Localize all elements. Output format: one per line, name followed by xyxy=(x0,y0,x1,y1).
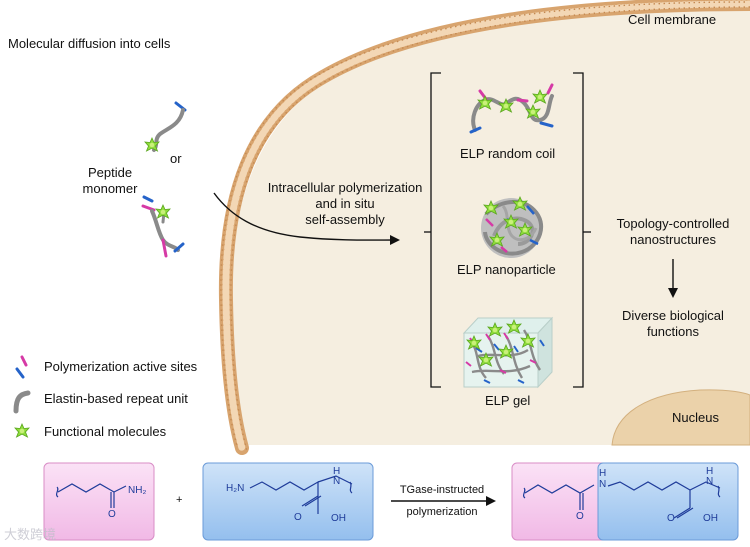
legend-functional-label: Functional molecules xyxy=(44,424,167,439)
right-bracket xyxy=(573,72,584,388)
lysine-structure xyxy=(249,475,353,514)
product-amide-o: O xyxy=(576,511,584,522)
elp-random-coil-illustration xyxy=(469,83,554,134)
product-link-n: N xyxy=(599,479,607,490)
elp-nanoparticle-label: ELP nanoparticle xyxy=(457,262,556,277)
peptide-monomer-branched xyxy=(141,195,185,258)
topology-line1: Topology-controlled xyxy=(616,216,730,231)
lysine-oh: OH xyxy=(331,513,346,524)
lysine-nh-h: H xyxy=(333,466,341,477)
reaction-arrow-line2: polymerization xyxy=(406,506,478,518)
elp-random-coil-label: ELP random coil xyxy=(460,146,556,161)
product-o: O xyxy=(667,513,675,524)
legend-active-sites-label: Polymerization active sites xyxy=(44,359,198,374)
lysine-h2n: H₂N xyxy=(226,483,245,494)
product-oh: OH xyxy=(703,513,718,524)
lysine-box xyxy=(202,462,374,541)
legend-repeat-unit-label: Elastin-based repeat unit xyxy=(44,391,188,406)
peptide-monomer-single xyxy=(144,101,187,152)
product-blue-box xyxy=(597,462,739,541)
diverse-line2: functions xyxy=(646,324,700,339)
nucleus-shape xyxy=(611,389,750,446)
diverse-functions-label: Diverse biological functions xyxy=(606,308,740,340)
nucleus-label: Nucleus xyxy=(672,410,719,425)
reaction-arrow-label-2: polymerization xyxy=(382,504,502,520)
amide-o: O xyxy=(108,509,116,520)
product-link-h: H xyxy=(599,468,607,479)
left-bracket xyxy=(430,72,441,388)
product-pink-box xyxy=(511,462,609,541)
polymerization-line2: and in situ xyxy=(315,196,375,211)
polymerization-arrow xyxy=(213,192,400,246)
glutamine-box xyxy=(43,462,155,541)
reaction-arrow-label: TGase-instructed xyxy=(382,482,502,498)
lysine-nh-n: N xyxy=(333,476,341,487)
glutamine-structure xyxy=(55,483,127,508)
plus-sign: + xyxy=(176,494,183,506)
elp-nanoparticle-illustration xyxy=(481,196,544,258)
legend xyxy=(13,355,31,438)
topology-line2: nanostructures xyxy=(630,232,716,247)
topology-label: Topology-controlled nanostructures xyxy=(600,216,746,248)
diverse-line1: Diverse biological xyxy=(622,308,724,323)
watermark: 大数跨境 xyxy=(4,528,57,543)
legend-repeat-unit-icon xyxy=(13,390,31,414)
reaction-arrow-line1: TGase-instructed xyxy=(399,484,485,496)
polymerization-line3: self-assembly xyxy=(305,212,385,227)
peptide-monomer-line2: monomer xyxy=(82,181,138,196)
product-nh-h: H xyxy=(706,466,714,477)
cell-membrane-label: Cell membrane xyxy=(628,12,717,27)
product-structure xyxy=(522,481,721,519)
peptide-monomer-label: Peptide monomer xyxy=(72,165,148,197)
polymerization-label: Intracellular polymerization and in situ… xyxy=(254,180,436,228)
diagram-title: Molecular diffusion into cells xyxy=(8,36,171,51)
lysine-o: O xyxy=(294,512,302,523)
amide-nh2: NH₂ xyxy=(128,485,147,496)
peptide-monomer-line1: Peptide xyxy=(87,165,133,180)
or-label: or xyxy=(170,151,182,166)
polymerization-line1: Intracellular polymerization xyxy=(267,180,423,195)
elp-gel-illustration xyxy=(462,316,554,389)
legend-active-site-icon xyxy=(20,355,28,367)
elp-gel-label: ELP gel xyxy=(485,393,531,408)
legend-functional-icon xyxy=(14,423,30,438)
product-nh-n: N xyxy=(706,476,714,487)
